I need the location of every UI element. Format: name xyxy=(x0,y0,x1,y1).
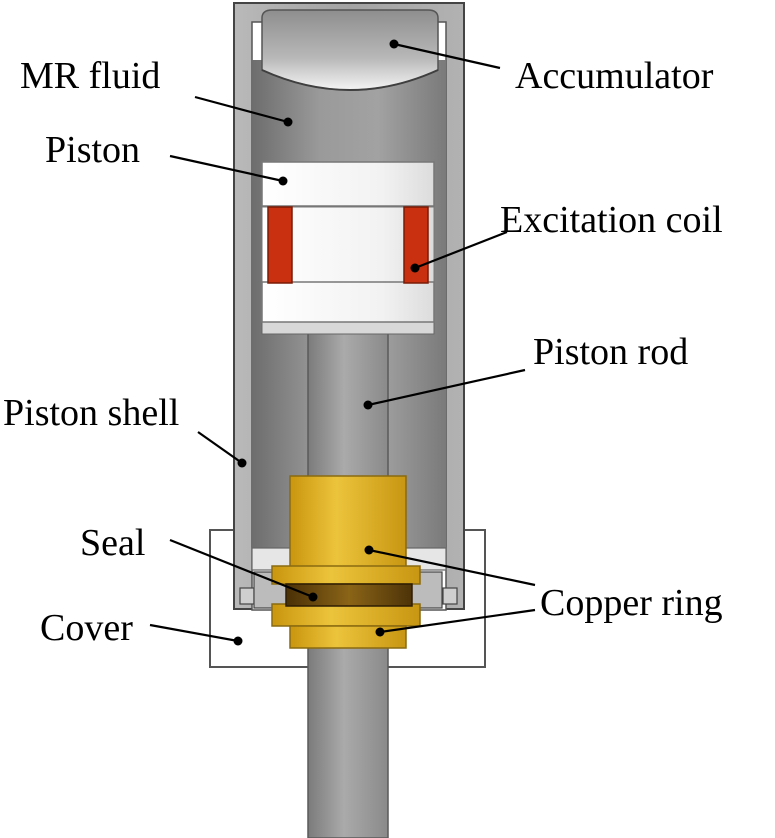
label-piston-rod: Piston rod xyxy=(533,331,688,373)
seal-body xyxy=(285,583,413,607)
accumulator-body xyxy=(261,9,439,91)
label-copper-ring: Copper ring xyxy=(540,582,723,624)
label-seal: Seal xyxy=(80,522,145,564)
leader-lines xyxy=(149,39,536,646)
label-piston-shell: Piston shell xyxy=(3,392,179,434)
label-cover: Cover xyxy=(40,607,133,649)
copper-ring-upper xyxy=(289,475,407,575)
label-piston: Piston xyxy=(45,129,140,171)
copper-ring-lower xyxy=(271,565,421,649)
label-mr-fluid: MR fluid xyxy=(20,55,160,97)
label-accumulator: Accumulator xyxy=(515,55,714,97)
label-excitation-coil: Excitation coil xyxy=(500,199,723,241)
